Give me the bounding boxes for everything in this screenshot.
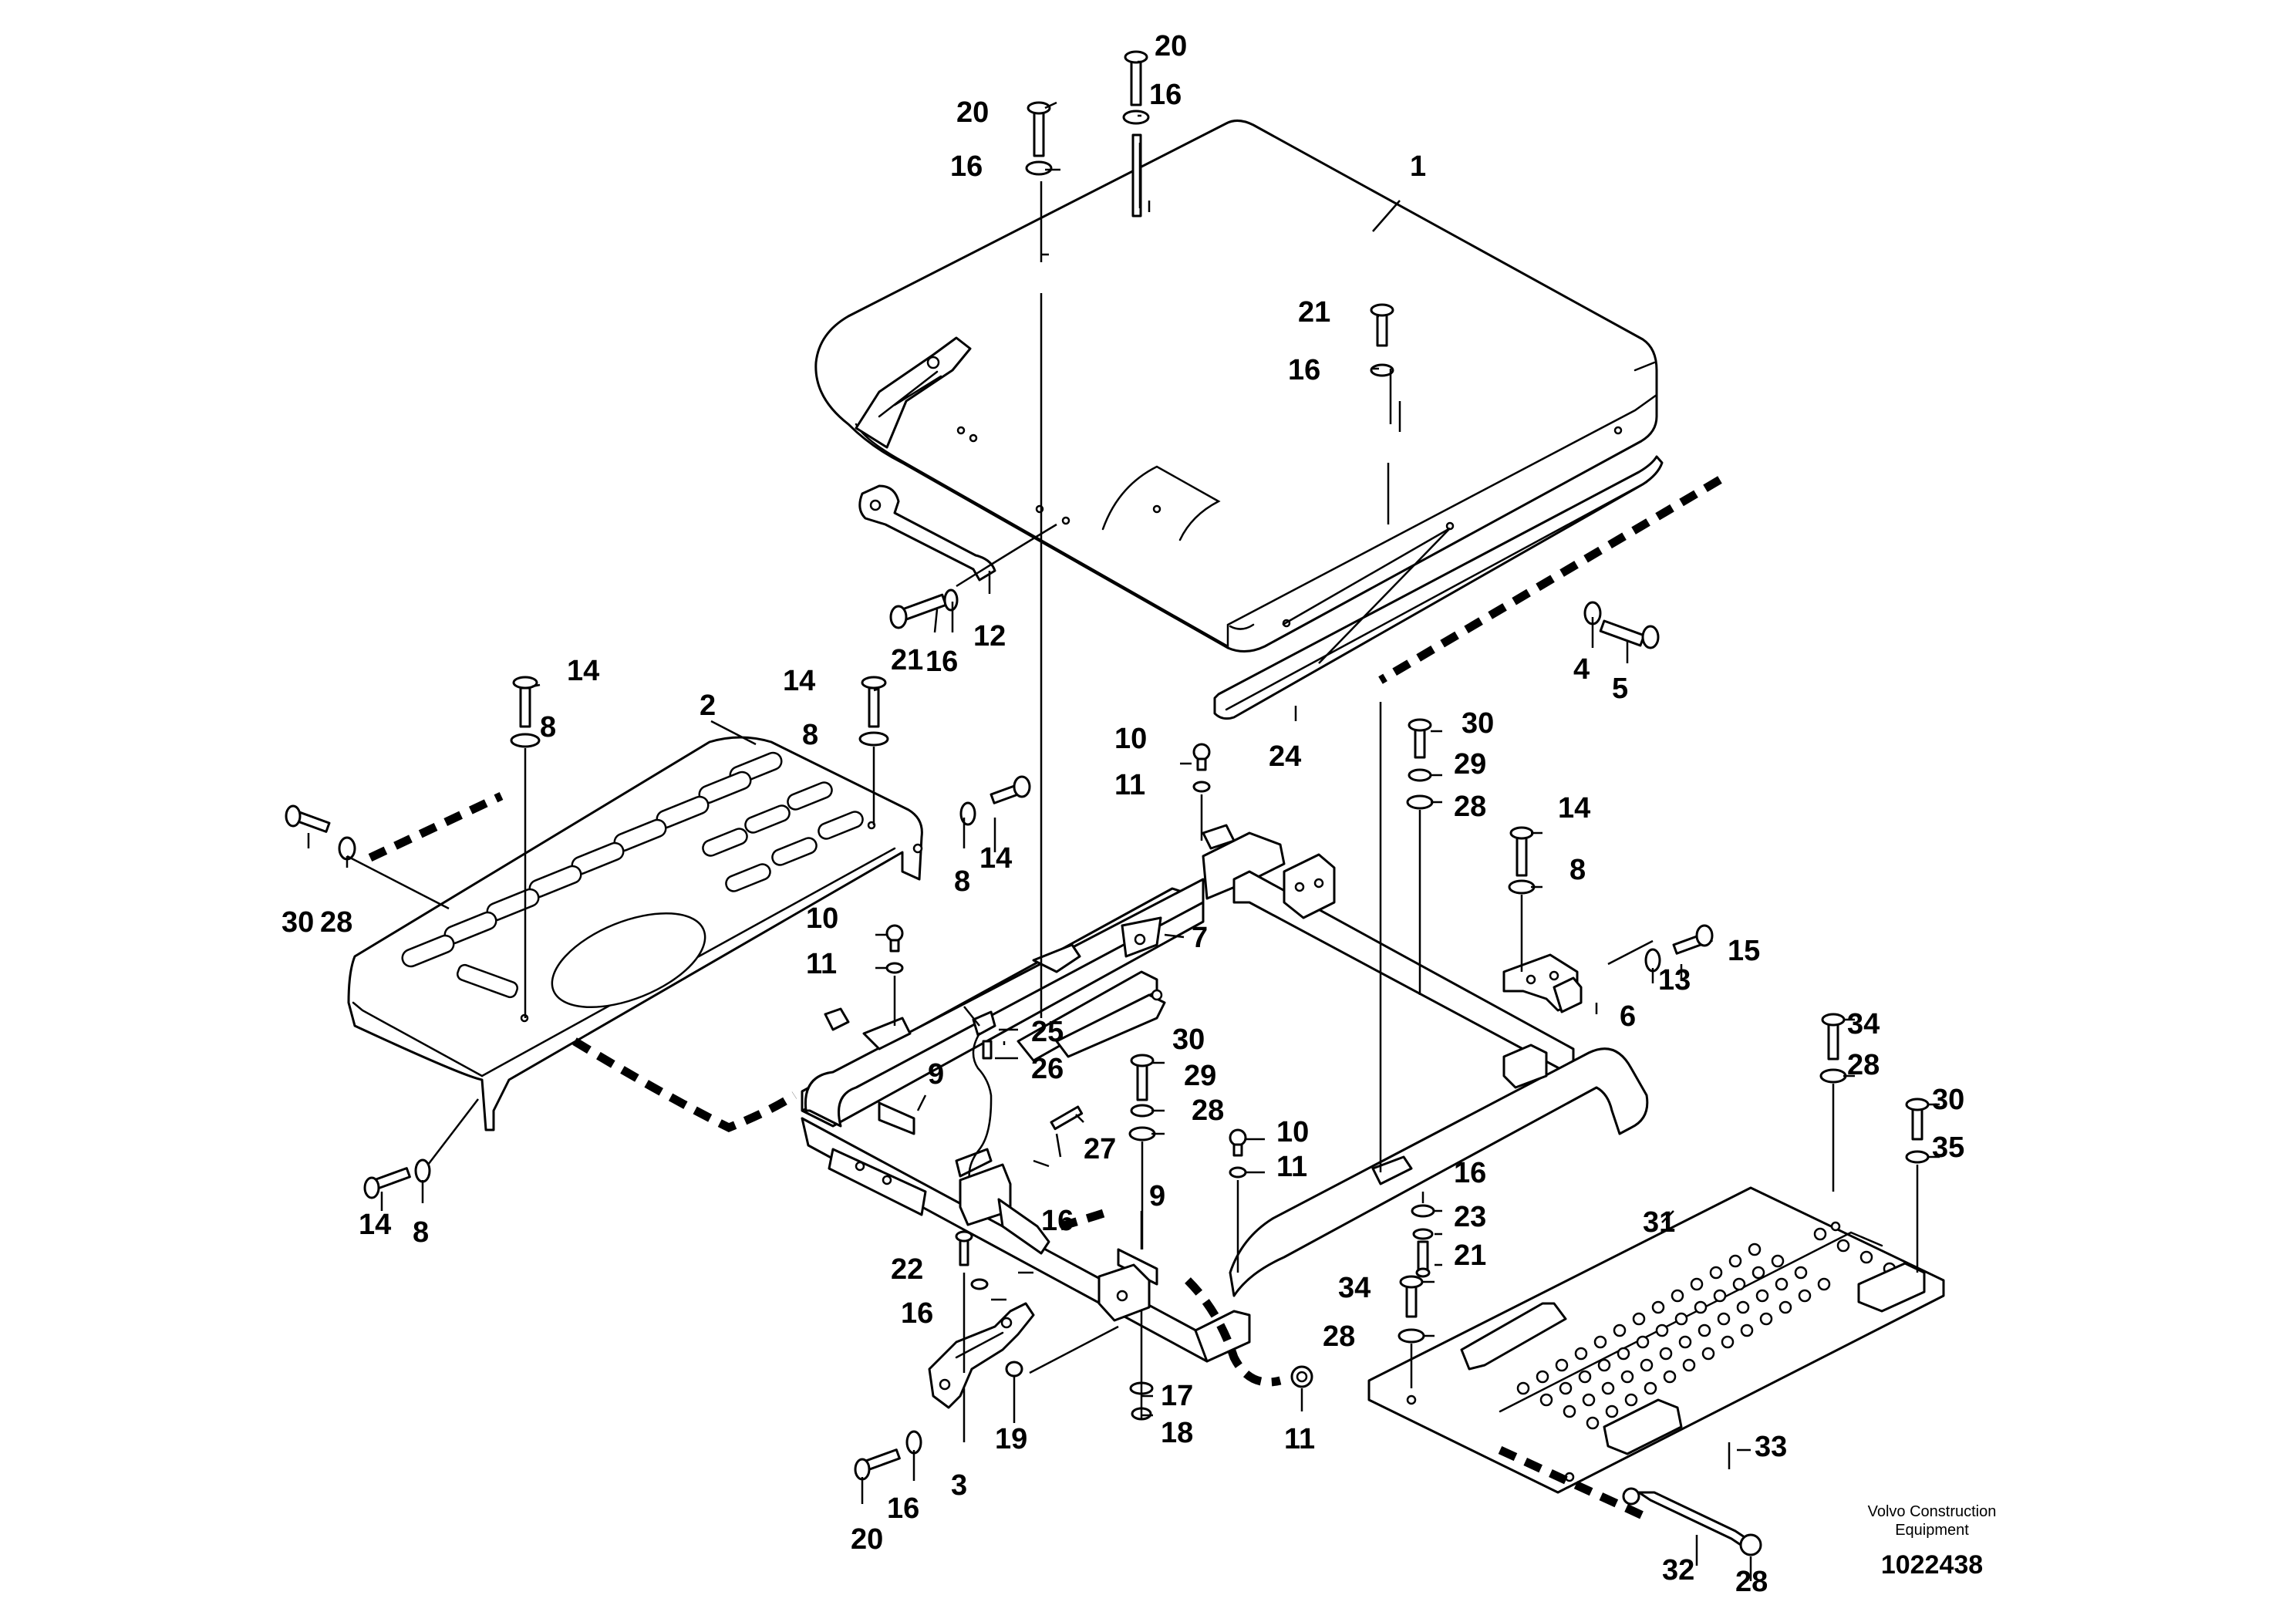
callout-26: 26: [1031, 1053, 1064, 1085]
callout-28-c: 28: [1192, 1094, 1224, 1127]
callout-28-a: 28: [320, 906, 352, 939]
callout-21-b: 21: [891, 644, 923, 676]
strut-linkage: [1017, 916, 1166, 1062]
callout-7: 7: [1192, 922, 1208, 954]
callout-11-a: 11: [1114, 769, 1145, 801]
callout-22: 22: [891, 1253, 923, 1286]
callout-10-a: 10: [1114, 723, 1147, 755]
callout-19: 19: [995, 1423, 1027, 1455]
callout-16-c: 16: [1288, 354, 1320, 386]
callout-23: 23: [1454, 1201, 1486, 1233]
cover-handle: [858, 484, 996, 582]
callout-11-b: 11: [806, 948, 837, 980]
end-cap: [1290, 1365, 1313, 1388]
callout-20-a: 20: [956, 96, 989, 129]
callout-1: 1: [1410, 150, 1426, 183]
seat-switch: [959, 1010, 1050, 1255]
callout-30-b: 30: [282, 906, 314, 939]
top-cover: [814, 120, 1658, 653]
callout-20-b: 20: [1155, 30, 1187, 62]
callout-8-a: 8: [540, 711, 556, 744]
callout-6: 6: [1620, 1000, 1636, 1033]
callout-16-e: 16: [1041, 1205, 1074, 1237]
callout-8-c: 8: [954, 865, 970, 898]
frame-dash-strut: [1059, 1206, 1112, 1231]
callout-8-e: 8: [413, 1216, 429, 1249]
callout-14-a: 14: [567, 655, 599, 687]
callout-8-d: 8: [1569, 854, 1586, 886]
callout-28-e: 28: [1847, 1049, 1880, 1081]
callout-29-b: 29: [1184, 1060, 1216, 1092]
callout-21-a: 21: [1298, 296, 1330, 329]
callout-30-a: 30: [1462, 707, 1494, 740]
callout-21-c: 21: [1454, 1239, 1486, 1272]
callout-10-c: 10: [1276, 1116, 1309, 1148]
callout-16-h: 16: [887, 1492, 919, 1525]
callout-28-f: 28: [1735, 1566, 1768, 1598]
callout-25: 25: [1031, 1016, 1064, 1048]
guard-dash-bottom: [572, 1037, 797, 1133]
callout-34-b: 34: [1338, 1272, 1371, 1304]
callout-14-d: 14: [1558, 792, 1590, 824]
callout-4: 4: [1573, 653, 1590, 686]
callout-16-d: 16: [925, 646, 958, 678]
callout-16-b: 16: [1149, 79, 1182, 111]
frame-assembly: [801, 824, 1649, 1363]
callout-30-d: 30: [1932, 1084, 1964, 1116]
step-plate-holes: [1516, 1227, 1896, 1430]
latch-assembly: [928, 1302, 1035, 1409]
callout-16-f: 16: [1454, 1157, 1486, 1189]
guard-cover: [347, 736, 923, 1131]
callout-11-c: 11: [1276, 1151, 1307, 1183]
seal-strip: [1213, 455, 1722, 720]
step-rod: [1622, 1487, 1762, 1556]
guard-vent-slots: [401, 751, 864, 968]
drawing-number: 1022438: [1881, 1550, 1983, 1580]
callout-5: 5: [1612, 673, 1628, 705]
callout-33: 33: [1755, 1431, 1787, 1463]
callout-28-b: 28: [1454, 791, 1486, 823]
callout-15: 15: [1728, 935, 1760, 967]
callout-12: 12: [973, 620, 1006, 653]
callout-9-a: 9: [928, 1058, 944, 1091]
callout-3: 3: [951, 1469, 967, 1502]
fasteners: [285, 50, 1930, 1481]
callout-labels: 1 2 3 4 5 6 7 8 8 8 8 8 9 9 10 10 10 11 …: [282, 30, 1964, 1598]
credit-line-2: Equipment: [1895, 1522, 1969, 1539]
cover-latch: [855, 336, 972, 449]
callout-11-d: 11: [1284, 1423, 1315, 1455]
callout-31: 31: [1643, 1206, 1675, 1239]
callout-16-g: 16: [901, 1297, 933, 1330]
callout-8-b: 8: [802, 719, 818, 751]
callout-2: 2: [700, 690, 716, 722]
step-plate: [1367, 1186, 1945, 1494]
callout-27: 27: [1084, 1133, 1116, 1165]
callout-9-b: 9: [1149, 1180, 1165, 1212]
callout-35: 35: [1932, 1131, 1964, 1164]
credit-line-1: Volvo Construction: [1868, 1503, 1997, 1520]
callout-14-c: 14: [979, 842, 1012, 875]
callout-10-b: 10: [806, 902, 838, 935]
callout-30-c: 30: [1172, 1023, 1205, 1056]
callout-14-b: 14: [783, 665, 815, 697]
callout-20-c: 20: [851, 1523, 883, 1556]
callout-32: 32: [1662, 1554, 1694, 1587]
callout-16-a: 16: [950, 150, 983, 183]
callout-28-d: 28: [1323, 1320, 1355, 1353]
leader-lines: [307, 60, 1940, 1581]
frame-dash-right: [1185, 1277, 1282, 1387]
callout-18: 18: [1161, 1417, 1193, 1449]
callout-34-a: 34: [1847, 1008, 1880, 1040]
callout-29-a: 29: [1454, 748, 1486, 781]
callout-14-e: 14: [359, 1209, 391, 1241]
credit-block: Volvo Construction Equipment 1022438: [1868, 1503, 1997, 1580]
callout-13: 13: [1658, 964, 1691, 996]
hinge-bracket: [1502, 953, 1583, 1013]
callout-17: 17: [1161, 1380, 1193, 1412]
callout-24: 24: [1269, 740, 1301, 773]
guard-dash-top: [368, 792, 504, 862]
